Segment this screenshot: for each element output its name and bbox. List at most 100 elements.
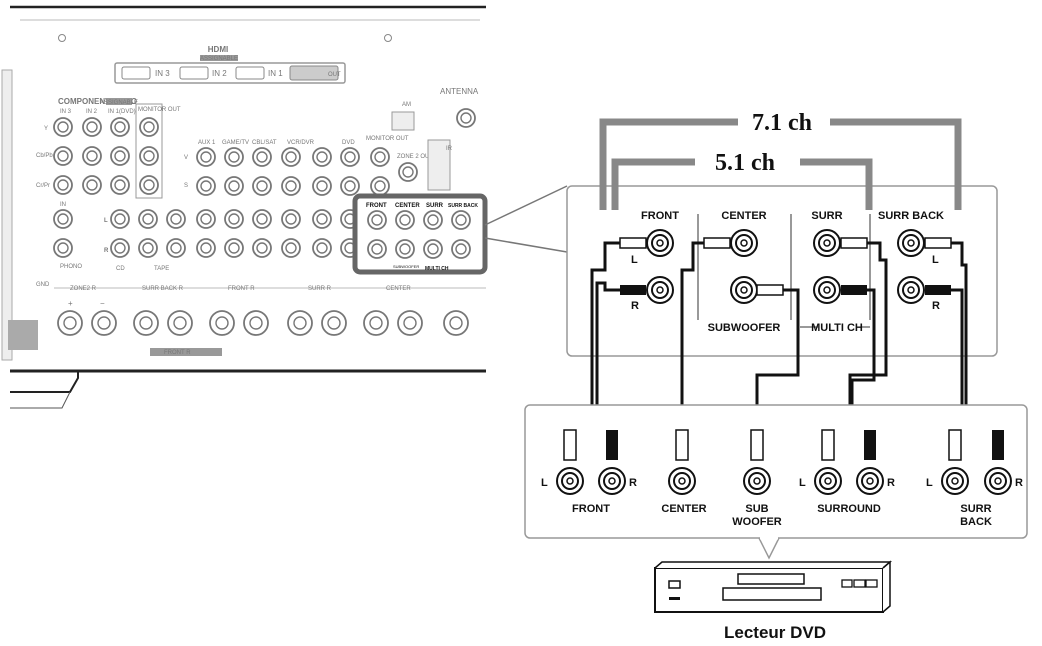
dvd-side-plugs [563,429,1004,461]
dvd-woofer-label: WOOFER [732,516,782,528]
component-y-label: Y [44,126,48,132]
audio-r-label: R [104,248,109,254]
receiver-rear-panel: HDMI ASSIGNABLE IN 3 IN 2 IN 1 OUT COMPO… [1,5,486,409]
dvd-surround-l-jack [814,467,842,495]
receiver-front-l-jack [646,229,674,257]
component-cr-label: Cr/Pr [36,183,50,189]
component-cb-label: Cb/Pb [36,153,53,159]
video-input-jacks [196,147,418,196]
component-in2-label: IN 2 [86,109,98,115]
receiver-front-r-letter: R [631,300,639,312]
hdmi-in1-label: IN 1 [268,69,283,78]
dvd-surround-l-letter: L [799,477,806,489]
video-s-label: S [184,183,188,189]
dvd-front-r-letter: R [629,477,637,489]
hdmi-out-label: OUT [328,72,341,78]
zone2-minus: − [100,299,105,308]
vcr-dvr-label: VCR/DVR [287,140,315,146]
hdmi-in1-port [235,66,265,80]
receiver-front-r-jack [646,276,674,304]
label-5-1-ch: 5.1 ch [715,150,775,176]
dvd-surr-back-l-letter: L [926,477,933,489]
dvd-surround-label: SURROUND [817,503,881,515]
hdmi-in2-label: IN 2 [212,69,227,78]
audio-l-label: L [104,218,108,224]
hdmi-in3-port [121,66,151,80]
hdmi-label: HDMI [208,45,228,54]
callout-line-top [484,185,568,226]
dvd-surr-label: SURR [960,503,991,515]
phono-label: PHONO [60,264,82,270]
receiver-side-plugs [619,237,952,296]
hdmi-out-port [289,65,339,81]
receiver-surr-back-r-letter: R [932,300,940,312]
zone2-out-label: ZONE 2 OUT [397,154,433,160]
ir-label: IR [446,146,453,152]
dvd-back-label: BACK [960,516,992,528]
component-video-jacks [53,117,159,195]
receiver-surr-back-l-letter: L [932,254,939,266]
dvd-center-label: CENTER [661,503,706,515]
dvd-surr-back-l-jack [941,467,969,495]
dvd-front-l-letter: L [541,477,548,489]
receiver-front-l-letter: L [631,254,638,266]
mini-surr-back-label: SURR BACK [448,203,478,209]
receiver-subwoofer-label: SUBWOOFER [708,322,781,334]
dvd-sub-label: SUB [745,503,768,515]
dvd-front-l-jack [556,467,584,495]
video-v-label: V [184,155,188,161]
dvd-front-r-jack [598,467,626,495]
bracket-7-1 [599,118,962,210]
dvd-subwoofer-jack [743,467,771,495]
dvd-surround-r-letter: R [887,477,895,489]
receiver-center-label: CENTER [721,210,766,222]
am-label: AM [402,102,411,108]
cbl-sat-label: CBL/SAT [252,140,277,146]
mini-multi-ch-label: MULTI CH [425,266,449,272]
am-antenna-terminal [391,111,415,131]
label-7-1-ch: 7.1 ch [752,110,812,136]
center-speaker-label: CENTER [386,286,411,292]
receiver-surr-l-jack [813,229,841,257]
dvd-center-jack [668,467,696,495]
component-in3-label: IN 3 [60,109,72,115]
component-monitor-out-label: MONITOR OUT [138,107,181,113]
mini-subwoofer-label: SUBWOOFER [393,264,419,269]
front-r-bottom-label: FRONT R [164,350,191,356]
receiver-surr-back-l-jack [897,229,925,257]
receiver-multi-ch-label: MULTI CH [811,322,863,334]
hdmi-in2-port [179,66,209,80]
dvd-surr-back-r-jack [984,467,1012,495]
antenna-label: ANTENNA [440,87,479,96]
cd-label: CD [116,266,125,272]
receiver-surr-label: SURR [811,210,842,222]
dvd-player-label: Lecteur DVD [724,623,826,642]
dvd-front-label: FRONT [572,503,610,515]
component-assignable-label: ASSIGNABLE [100,100,138,106]
panel-pointer [758,537,780,560]
dvd-label: DVD [342,140,355,146]
multi-ch-enlarged-panel [566,185,998,357]
gnd-label: GND [36,282,50,288]
zone2-speaker-label: ZONE2 R [70,286,97,292]
callout-line-bottom [484,237,568,253]
surr-r-label: SURR R [308,286,332,292]
tape-label: TAPE [154,266,169,272]
monitor-out-label: MONITOR OUT [366,136,409,142]
receiver-subwoofer-jack [730,276,758,304]
phono-in-label: IN [60,202,66,208]
mini-front-label: FRONT [366,203,387,209]
component-video-label: COMPONENT VIDEO [58,97,137,106]
receiver-surr-r-jack [813,276,841,304]
receiver-front-label: FRONT [641,210,679,222]
receiver-surr-back-r-jack [897,276,925,304]
hdmi-in3-label: IN 3 [155,69,170,78]
surr-back-r-label: SURR BACK R [142,286,184,292]
game-tv-label: GAME/TV [222,140,249,146]
dvd-surr-back-r-letter: R [1015,477,1023,489]
aux1-label: AUX 1 [198,140,216,146]
zone2-plus: + [68,299,73,308]
dvd-player-icon [654,560,893,613]
hdmi-assignable-badge [200,55,238,61]
